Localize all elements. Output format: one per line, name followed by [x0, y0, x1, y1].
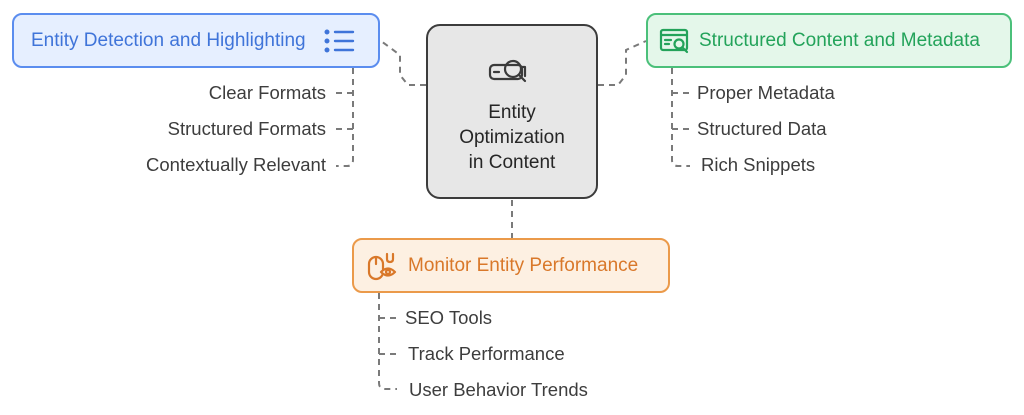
detection-item-clear-formats: Clear Formats [208, 82, 326, 103]
branch-title: Structured Content and Metadata [699, 29, 980, 51]
connector-detection-items [336, 68, 354, 167]
list-icon [324, 28, 356, 54]
connector-center-structured [598, 40, 647, 86]
browser-search-icon [659, 27, 691, 55]
monitor-item-track-performance: Track Performance [408, 343, 565, 364]
vr-headset-search-icon [487, 56, 537, 86]
detection-item-contextually-relevant: Contextually Relevant [146, 154, 326, 175]
structured-item-rich-snippets: Rich Snippets [701, 154, 816, 175]
central-topic-node: Entity Optimization in Content [426, 24, 598, 199]
branch-title: Entity Detection and Highlighting [31, 29, 306, 51]
structured-item-structured-data: Structured Data [697, 118, 827, 139]
branch-monitor-performance: Monitor Entity Performance [352, 238, 670, 293]
mouse-eye-icon [366, 251, 398, 281]
branch-entity-detection: Entity Detection and Highlighting [12, 13, 380, 68]
monitor-item-seo-tools: SEO Tools [405, 307, 493, 328]
monitor-item-user-behavior-trends: User Behavior Trends [409, 379, 588, 400]
detection-item-structured-formats: Structured Formats [167, 118, 326, 139]
structured-item-proper-metadata: Proper Metadata [697, 82, 835, 103]
central-topic-title: Entity Optimization in Content [459, 102, 565, 173]
connector-center-detection [380, 40, 426, 86]
branch-title: Monitor Entity Performance [408, 254, 639, 276]
connector-structured-items [671, 68, 690, 167]
branch-structured-content: Structured Content and Metadata [646, 13, 1012, 68]
connector-monitor-items [378, 293, 397, 390]
